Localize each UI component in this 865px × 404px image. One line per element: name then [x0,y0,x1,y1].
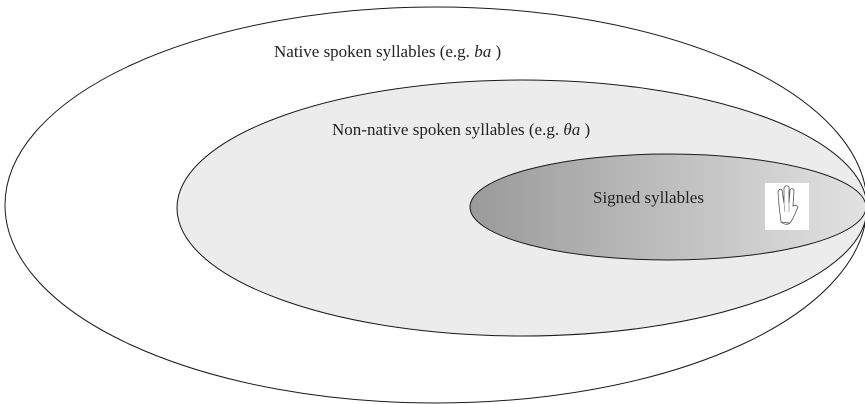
native-label-example: ba [474,42,491,61]
native-label-suffix: ) [491,42,501,61]
signed-syllables-label: Signed syllables [593,188,704,207]
non-native-label-example: θa [563,120,580,139]
non-native-label-prefix: Non-native spoken syllables (e.g. [332,120,563,139]
native-label-prefix: Native spoken syllables (e.g. [274,42,474,61]
signed-set [469,153,865,261]
non-native-label-suffix: ) [580,120,590,139]
native-spoken-label: Native spoken syllables (e.g. ba ) [274,42,501,61]
hand-sign-icon [765,183,809,230]
non-native-spoken-label: Non-native spoken syllables (e.g. θa ) [332,120,590,139]
